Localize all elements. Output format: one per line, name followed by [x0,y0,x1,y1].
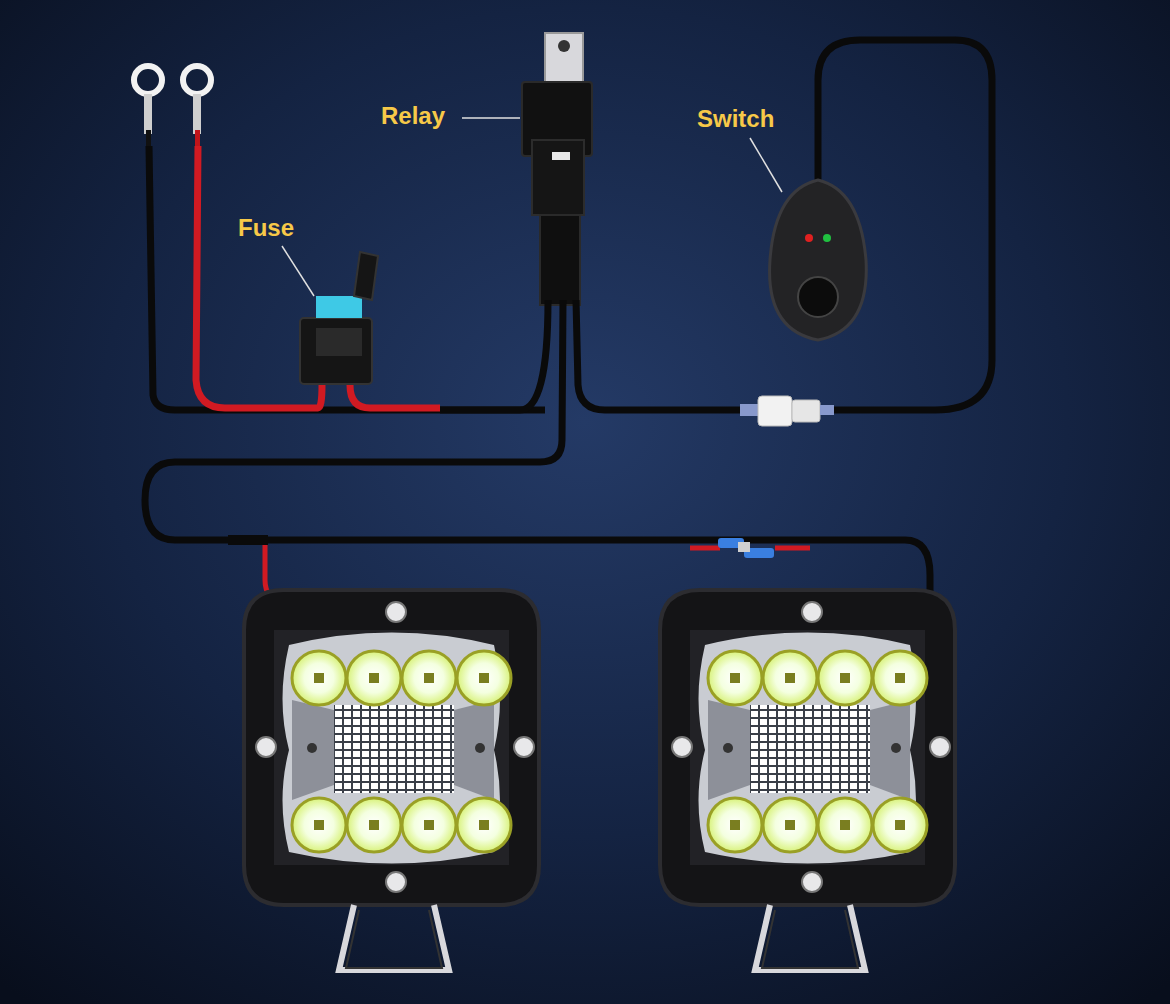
part-label: Fuse [238,216,294,240]
part-label: Relay [381,104,445,128]
part-label: Switch [697,107,774,131]
